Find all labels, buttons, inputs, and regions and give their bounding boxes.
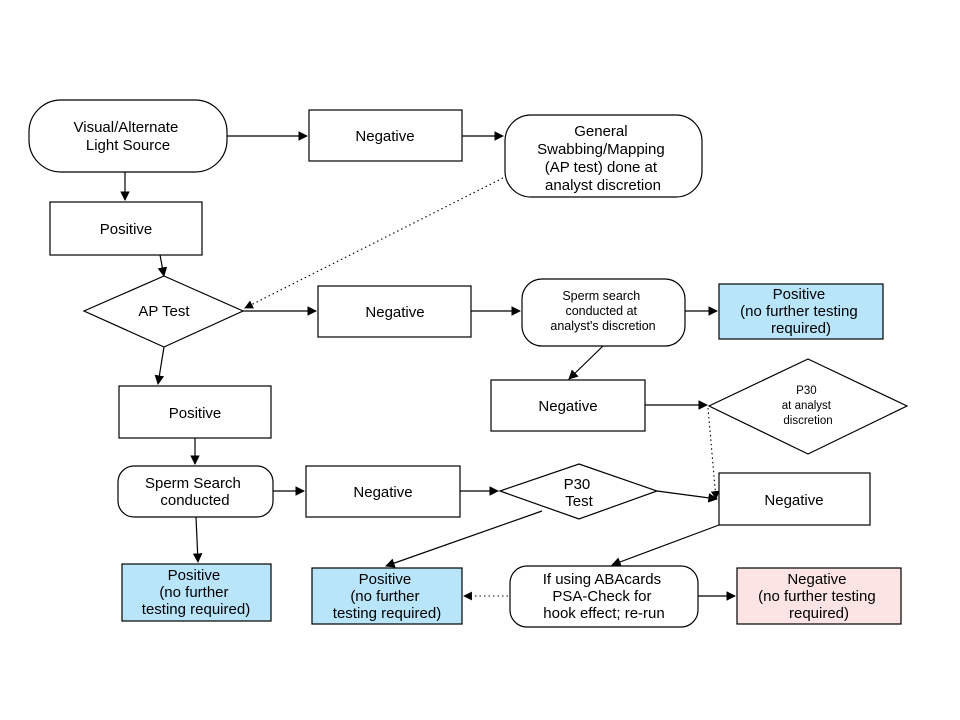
node-sperm-search: Sperm Search conducted xyxy=(117,465,274,518)
node-sperm-search-discretion-label: Sperm search conducted at analyst's disc… xyxy=(550,289,655,333)
node-negative-pink-label: Negative (no further testing required) xyxy=(758,571,880,622)
node-general-swab: General Swabbing/Mapping (AP test) done … xyxy=(504,114,703,198)
node-negative-pink: Negative (no further testing required) xyxy=(736,567,902,625)
edge-pos1-to-ap-test xyxy=(157,254,168,277)
node-positive-2-label: Positive xyxy=(169,405,222,422)
edge-p30-test-to-neg5 xyxy=(656,490,718,503)
edges xyxy=(120,131,736,601)
node-p30-test-label: P30 Test xyxy=(564,476,595,510)
node-positive-blue-mid: Positive (no further testing required) xyxy=(311,567,463,625)
node-abacards-label: If using ABAcards PSA-Check for hook eff… xyxy=(543,571,666,622)
edge-neg5-to-abacards xyxy=(611,524,720,567)
edge-p30-disc-to-neg5 xyxy=(707,407,720,500)
node-positive-2: Positive xyxy=(118,385,272,439)
node-p30-test: P30 Test xyxy=(498,463,659,520)
node-visual-light-label: Visual/Alternate Light Source xyxy=(74,119,183,154)
edge-sperm-search-to-pos-blue-left xyxy=(192,516,203,563)
edge-general-swab-to-ap-test xyxy=(244,177,504,309)
node-general-swab-label: General Swabbing/Mapping (AP test) done … xyxy=(537,123,669,194)
edge-sperm-disc-to-neg3 xyxy=(568,345,604,380)
node-negative-4: Negative xyxy=(305,465,461,518)
node-negative-4-label: Negative xyxy=(353,484,412,501)
node-negative-5-label: Negative xyxy=(764,492,823,509)
node-ap-test: AP Test xyxy=(82,275,245,348)
edge-ap-test-to-pos2 xyxy=(154,346,165,385)
node-p30-discretion: P30 at analyst discretion xyxy=(707,358,909,455)
node-positive-1: Positive xyxy=(49,201,203,256)
node-positive-blue-top-label: Positive (no further testing required) xyxy=(740,286,862,337)
node-negative-5: Negative xyxy=(718,472,871,526)
node-visual-light: Visual/Alternate Light Source xyxy=(28,99,228,173)
node-negative-1: Negative xyxy=(308,109,463,162)
node-negative-2-label: Negative xyxy=(365,304,424,321)
node-negative-2: Negative xyxy=(317,285,472,338)
node-ap-test-label: AP Test xyxy=(138,303,190,320)
node-sperm-search-label: Sperm Search conducted xyxy=(145,475,245,509)
node-positive-1-label: Positive xyxy=(100,221,153,238)
node-positive-blue-left: Positive (no further testing required) xyxy=(121,563,272,622)
edge-p30-test-to-pos-blue-mid xyxy=(385,510,543,568)
node-sperm-search-discretion: Sperm search conducted at analyst's disc… xyxy=(521,278,686,347)
node-abacards: If using ABAcards PSA-Check for hook eff… xyxy=(509,565,699,628)
node-negative-3-label: Negative xyxy=(538,398,597,415)
node-negative-3: Negative xyxy=(490,379,646,432)
node-negative-1-label: Negative xyxy=(355,128,414,145)
node-positive-blue-top: Positive (no further testing required) xyxy=(718,283,884,340)
node-p30-discretion-label: P30 at analyst discretion xyxy=(782,385,834,427)
node-positive-blue-mid-label: Positive (no further testing required) xyxy=(333,571,441,622)
node-positive-blue-left-label: Positive (no further testing required) xyxy=(142,567,250,618)
